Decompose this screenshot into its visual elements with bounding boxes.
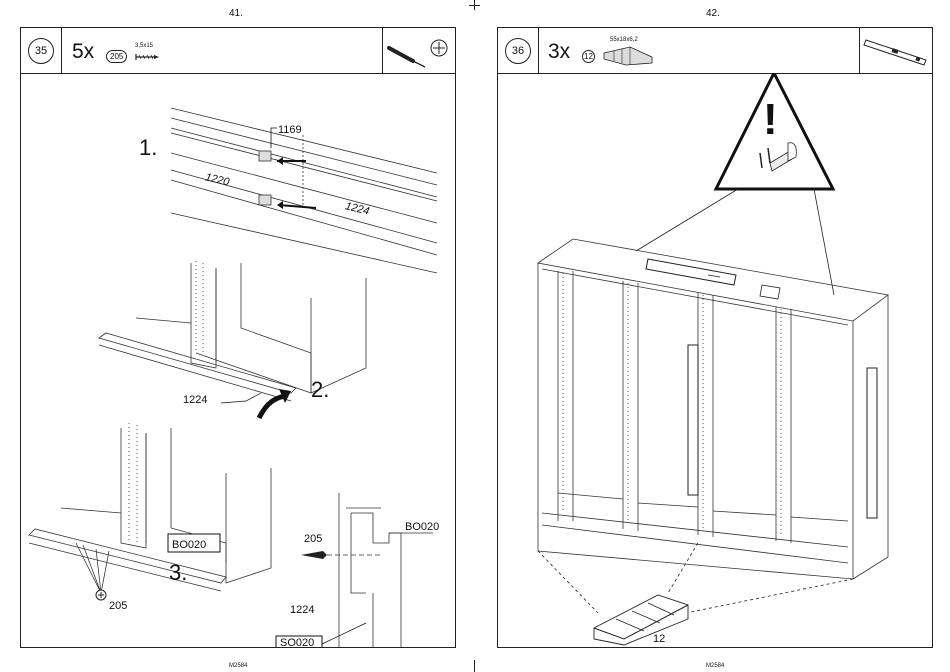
screwdriver-icon bbox=[383, 28, 455, 73]
header-divider bbox=[61, 28, 62, 73]
part-id: 12 bbox=[584, 52, 593, 61]
tool-box-right bbox=[859, 28, 932, 73]
footer-right: M2584 bbox=[706, 663, 724, 669]
arrow-lower bbox=[279, 205, 316, 208]
screw-icon bbox=[134, 52, 160, 62]
step-number: 35 bbox=[35, 45, 47, 57]
footer-left: M2584 bbox=[229, 663, 247, 669]
part-id: 205 bbox=[110, 52, 123, 61]
step-number: 36 bbox=[512, 45, 524, 57]
level-vertical-middle bbox=[688, 345, 698, 495]
part-quantity: 5x bbox=[72, 41, 94, 63]
step2-arrow bbox=[259, 395, 287, 418]
step-header-right: 36 3x 12 55x18x6,2 bbox=[498, 28, 932, 74]
step-number-circle: 36 bbox=[505, 38, 531, 64]
sub-step-3: 3. bbox=[169, 560, 187, 586]
label-detail-bo020: BO020 bbox=[405, 521, 439, 533]
part-id-badge: 12 bbox=[582, 50, 595, 63]
page-number-right: 42. bbox=[706, 8, 720, 19]
level-vertical-right bbox=[867, 368, 877, 518]
step-header-left: 35 5x 205 3,5x15 bbox=[21, 28, 455, 74]
arrowhead-lower bbox=[277, 201, 283, 209]
spirit-level-icon bbox=[860, 28, 932, 73]
step-number-circle: 35 bbox=[28, 38, 54, 64]
sub-step-1: 1. bbox=[139, 135, 157, 161]
right-assembly-illustration bbox=[498, 73, 932, 647]
label-detail-205: 205 bbox=[304, 533, 322, 545]
tool-box-left bbox=[382, 28, 455, 73]
level-on-top bbox=[646, 259, 736, 285]
left-assembly-illustration bbox=[21, 73, 455, 647]
crop-mark-bottom bbox=[474, 660, 475, 672]
step3-cabinet bbox=[29, 423, 271, 591]
label-bo020: BO020 bbox=[172, 539, 206, 551]
label-1169: 1169 bbox=[278, 124, 302, 136]
wardrobe bbox=[538, 239, 888, 579]
label-1224-step2: 1224 bbox=[183, 394, 207, 406]
wedge-shims bbox=[594, 595, 688, 645]
label-so020: SO020 bbox=[280, 637, 314, 649]
part-spec: 55x18x6,2 bbox=[610, 37, 638, 43]
detail-screw-icon bbox=[301, 551, 327, 559]
warning-exclamation: ! bbox=[763, 95, 778, 145]
wedge-callout-lines bbox=[538, 543, 853, 613]
part-spec: 3,5x15 bbox=[135, 43, 153, 49]
page-number-left: 41. bbox=[229, 8, 243, 19]
detail-section bbox=[311, 493, 433, 647]
right-instruction-page: 36 3x 12 55x18x6,2 bbox=[497, 27, 933, 648]
arrowhead-upper bbox=[277, 157, 283, 165]
wedge-shim-icon bbox=[600, 45, 656, 67]
sub-step-2: 2. bbox=[311, 377, 329, 403]
crop-mark-top-h bbox=[469, 5, 480, 6]
part-quantity: 3x bbox=[548, 41, 570, 63]
left-instruction-page: 35 5x 205 3,5x15 bbox=[20, 27, 456, 648]
header-divider bbox=[538, 28, 539, 73]
part-id-badge: 205 bbox=[106, 50, 127, 63]
label-wedge-12: 12 bbox=[653, 633, 665, 645]
label-screw-205: 205 bbox=[109, 600, 127, 612]
step1-rails bbox=[171, 108, 437, 273]
label-detail-1224: 1224 bbox=[290, 604, 314, 616]
